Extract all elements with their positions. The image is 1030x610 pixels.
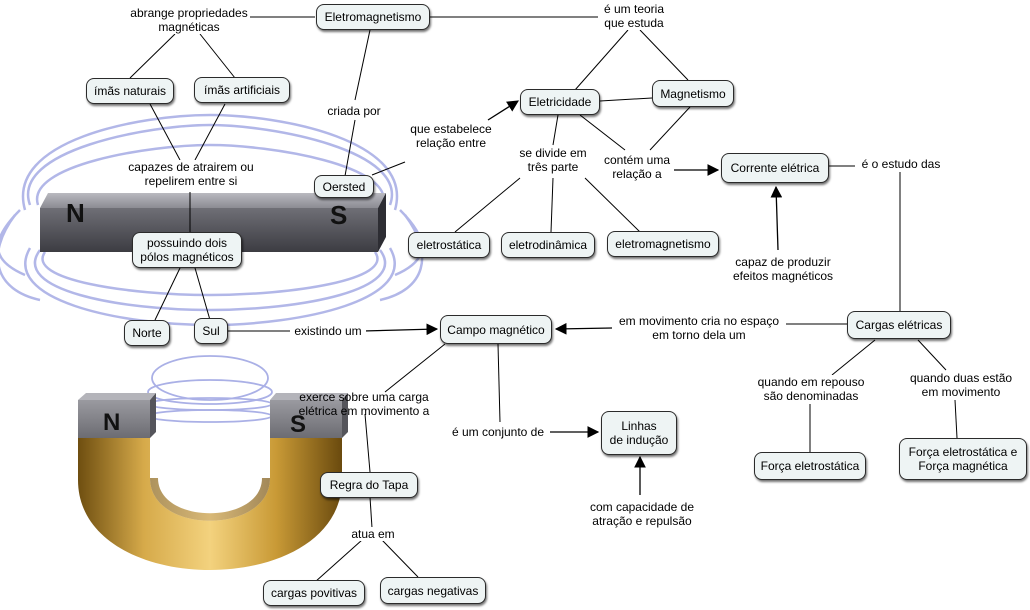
horseshoe-magnet-icon: N S xyxy=(78,355,348,570)
link-divide-tres: se divide em três parte xyxy=(515,146,591,174)
line-divide-eletrodinamica xyxy=(550,177,554,233)
link-exerce-carga: exerce sobre uma carga elétrica em movim… xyxy=(298,390,430,418)
link-capazes-atrairem: capazes de atrairem ou repelirem entre s… xyxy=(120,160,262,188)
line-atua-negativas xyxy=(381,539,419,578)
link-teoria-estuda: é um teoria que estuda xyxy=(598,2,670,30)
line-divide-eletrostatica xyxy=(454,177,521,233)
arrow-existindo-campo xyxy=(362,323,439,336)
line-atua-positivas xyxy=(314,539,363,583)
node-linhas-inducao[interactable]: Linhas de indução xyxy=(601,411,677,455)
line-cargas-duas xyxy=(917,339,947,371)
link-repouso-denominadas: quando em repouso são denominadas xyxy=(752,375,870,403)
bar-magnet-south-label: S xyxy=(330,200,347,230)
link-movimento-cria: em movimento cria no espaço em torno del… xyxy=(612,314,786,342)
node-eletricidade[interactable]: Eletricidade xyxy=(520,89,600,115)
node-cargas-eletricas[interactable]: Cargas elétricas xyxy=(847,311,951,339)
node-eletrostatica[interactable]: eletrostática xyxy=(408,232,490,258)
node-forca-eletrostatica-magnetica[interactable]: Força eletrostática e Força magnética xyxy=(899,438,1027,480)
node-regra-do-tapa[interactable]: Regra do Tapa xyxy=(320,472,418,498)
line-eletricidade-divide xyxy=(552,114,559,146)
node-campo-magnetico[interactable]: Campo magnético xyxy=(440,315,552,344)
arrow-produzir-corrente xyxy=(770,185,783,251)
node-imas-naturais[interactable]: ímãs naturais xyxy=(86,78,174,104)
node-polos-magneticos[interactable]: possuindo dois pólos magnéticos xyxy=(132,232,242,268)
link-abrange-propriedades: abrange propriedades magnéticas xyxy=(128,6,250,34)
arrow-movimento-campo xyxy=(554,322,613,335)
horseshoe-south-label: S xyxy=(290,411,306,438)
node-norte[interactable]: Norte xyxy=(124,320,170,346)
line-polos-norte xyxy=(154,267,181,321)
link-duas-movimento: quando duas estão em movimento xyxy=(904,371,1018,399)
line-exerce-regra xyxy=(364,413,371,473)
line-naturais-capazes xyxy=(149,103,181,161)
line-eletricidade-magnetismo xyxy=(599,97,653,102)
link-atracao-repulsao: com capacidade de atração e repulsão xyxy=(585,500,699,528)
line-teoria-eletricidade xyxy=(574,29,629,91)
link-estabelece-relacao: que estabelece relação entre xyxy=(402,122,500,150)
horseshoe-north-label: N xyxy=(103,409,120,436)
line-abrange-artificiais xyxy=(199,33,236,79)
connector-lines xyxy=(129,16,958,583)
node-oersted[interactable]: Oersted xyxy=(314,175,374,198)
link-conjunto-de: é um conjunto de xyxy=(446,425,550,439)
node-sul[interactable]: Sul xyxy=(194,318,228,344)
link-atua-em: atua em xyxy=(344,527,402,541)
arrow-estabelece-eletricidade xyxy=(487,100,519,121)
node-magnetismo[interactable]: Magnetismo xyxy=(652,80,734,107)
line-eletromag-criada xyxy=(354,29,371,101)
node-forca-eletrostatica[interactable]: Força eletrostática xyxy=(754,452,866,480)
line-artificiais-capazes xyxy=(194,103,226,161)
line-teoria-magnetismo xyxy=(639,29,689,81)
node-imas-artificiais[interactable]: ímãs artificiais xyxy=(194,77,290,103)
line-magnetismo-contem xyxy=(649,106,691,151)
line-abrange-naturais xyxy=(129,33,176,79)
node-corrente-eletrica[interactable]: Corrente elétrica xyxy=(721,153,829,183)
line-campo-exerce xyxy=(384,343,446,393)
bar-magnet-north-label: N xyxy=(66,198,85,228)
link-contem-relacao: contém uma relação a xyxy=(600,153,674,181)
link-existindo-um: existindo um xyxy=(290,324,366,338)
link-estudo-das: é o estudo das xyxy=(855,157,947,171)
line-divide-eletromagnetismo xyxy=(584,177,641,233)
line-oersted-estabelece xyxy=(371,161,406,176)
node-cargas-negativas[interactable]: cargas negativas xyxy=(380,577,486,604)
link-criada-por: criada por xyxy=(322,104,386,118)
line-campo-conjunto xyxy=(497,343,501,423)
bar-magnet-icon: N S xyxy=(0,113,424,327)
line-eletricidade-contem xyxy=(579,114,626,151)
line-cargas-repouso xyxy=(831,339,876,376)
connector-arrows xyxy=(362,100,783,495)
line-regra-atua xyxy=(369,496,373,529)
line-duas-forca xyxy=(954,399,958,439)
link-produzir-efeitos: capaz de produzir efeitos magnéticos xyxy=(726,255,840,283)
node-eletromagnetismo[interactable]: Eletromagnetismo xyxy=(316,4,430,30)
line-polos-sul xyxy=(194,267,211,321)
node-cargas-positivas[interactable]: cargas povitivas xyxy=(263,580,365,606)
line-criada-oersted xyxy=(344,119,356,177)
node-eletrodinamica[interactable]: eletrodinâmica xyxy=(501,232,595,258)
node-eletromagnetismo-parte[interactable]: eletromagnetismo xyxy=(607,231,719,257)
